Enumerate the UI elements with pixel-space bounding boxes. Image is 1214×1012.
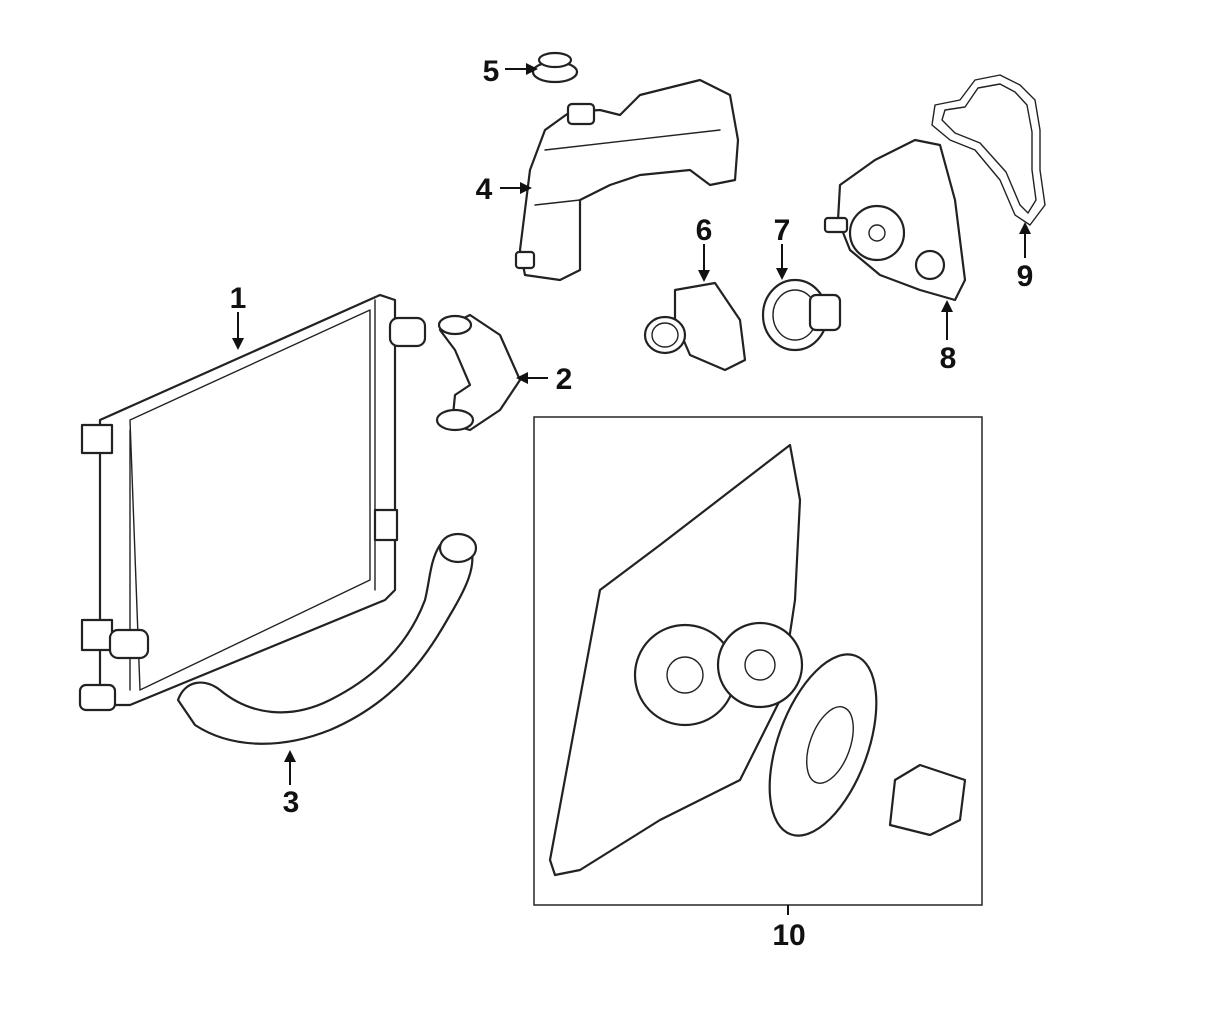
callout-6: 6 — [696, 214, 713, 247]
arrow-7 — [776, 268, 788, 280]
callout-4: 4 — [476, 173, 493, 206]
upper-hose-part[interactable] — [435, 313, 522, 432]
lower-hose-part[interactable] — [176, 532, 478, 745]
callout-2: 2 — [556, 363, 573, 396]
callout-3: 3 — [283, 786, 300, 819]
water-pump-part[interactable] — [823, 138, 967, 302]
arrow-4 — [520, 182, 532, 194]
arrow-2 — [516, 372, 528, 384]
arrow-5 — [526, 63, 538, 75]
fan-assembly-box — [533, 416, 983, 906]
fan-blade-part[interactable] — [748, 640, 898, 849]
arrow-9 — [1019, 222, 1031, 234]
reservoir-cap-part[interactable] — [531, 51, 579, 84]
water-pump-gasket-part[interactable] — [931, 74, 1046, 226]
callout-7: 7 — [774, 214, 791, 247]
arrow-8 — [941, 300, 953, 312]
callout-labels: 1 2 3 4 5 6 7 8 9 10 — [230, 55, 1034, 952]
fan-assembly-group[interactable] — [533, 416, 983, 906]
callout-5: 5 — [483, 55, 500, 88]
radiator-part[interactable] — [78, 293, 427, 712]
arrow-3 — [284, 750, 296, 762]
coolant-reservoir-part[interactable] — [514, 78, 740, 282]
arrow-6 — [698, 270, 710, 282]
callout-8: 8 — [940, 342, 957, 375]
thermostat-part[interactable] — [761, 278, 842, 352]
leader-lines — [232, 63, 1031, 915]
callout-10: 10 — [772, 919, 805, 952]
callout-9: 9 — [1017, 260, 1034, 293]
fan-resistor-part[interactable] — [888, 763, 967, 837]
arrow-1 — [232, 338, 244, 350]
callout-1: 1 — [230, 282, 247, 315]
thermostat-housing-part[interactable] — [643, 281, 747, 372]
